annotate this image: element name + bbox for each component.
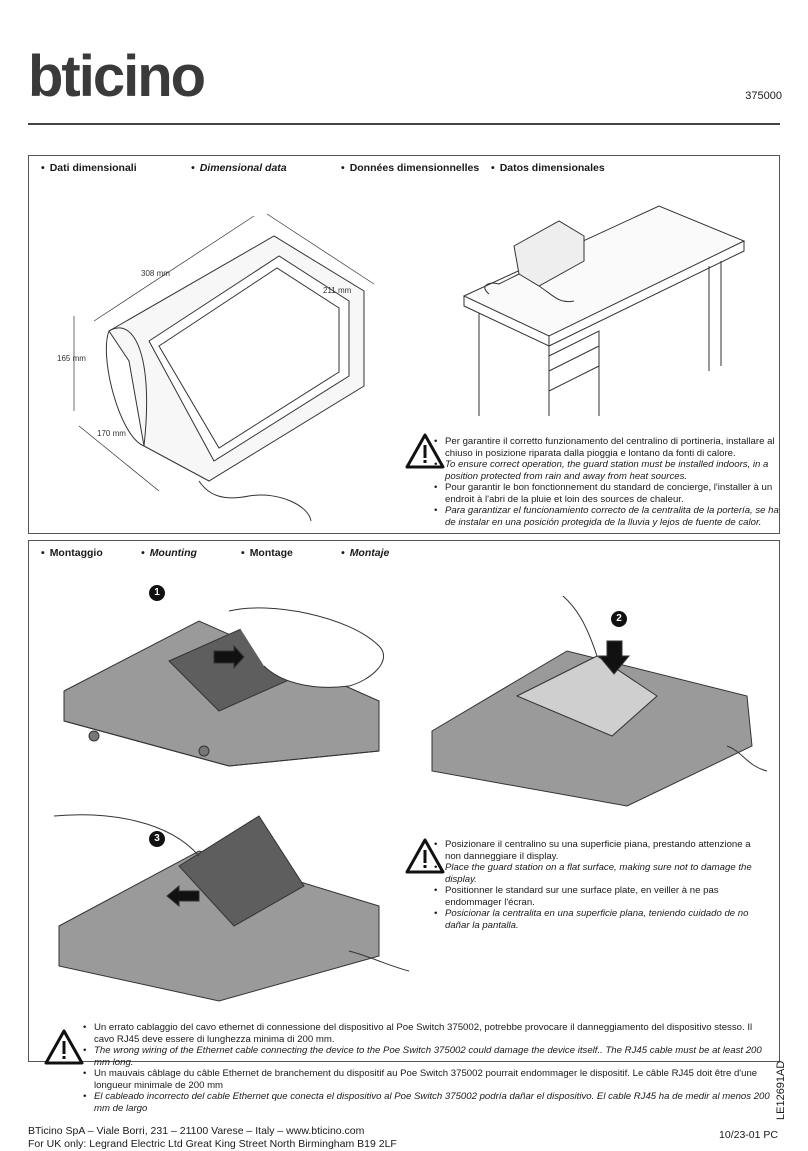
footer-address: BTicino SpA – Viale Borri, 231 – 21100 V…	[28, 1125, 365, 1137]
header-es: Datos dimensionales	[491, 162, 605, 174]
cable-warning-list: Un errato cablaggio del cavo ethernet di…	[83, 1022, 773, 1114]
header-en: Dimensional data	[191, 162, 287, 174]
dim-height: 165 mm	[57, 354, 86, 363]
dimensional-warning-list: Per garantire il corretto funzionamento …	[434, 436, 779, 528]
step-3-badge: 3	[149, 831, 165, 847]
cable-warning-fr: Un mauvais câblage du câble Ethernet de …	[83, 1068, 773, 1091]
step-1-drawing	[63, 607, 385, 767]
dimensional-panel: Dati dimensionali Dimensional data Donné…	[28, 155, 780, 534]
header-fr: Données dimensionnelles	[341, 162, 480, 174]
cable-warning-en: The wrong wiring of the Ethernet cable c…	[83, 1045, 773, 1068]
dim-width: 308 mm	[141, 269, 170, 278]
step-2-badge: 2	[611, 611, 627, 627]
product-code: 375000	[745, 90, 782, 102]
warning-it: Per garantire il corretto funzionamento …	[434, 436, 779, 459]
warning-fr: Positionner le standard sur une surface …	[434, 885, 769, 908]
header-it: Montaggio	[41, 547, 103, 559]
mounting-panel: Montaggio Mounting Montage Montaje 1 2 3	[28, 540, 780, 1114]
warning-it: Posizionare il centralino su una superfi…	[434, 839, 769, 862]
dim-base: 170 mm	[97, 429, 126, 438]
step-3-drawing	[53, 814, 410, 1002]
footer-date: 10/23-01 PC	[719, 1129, 778, 1141]
device-dimension-drawing	[73, 213, 375, 522]
warning-en: To ensure correct operation, the guard s…	[434, 459, 779, 482]
cable-warning-es: El cableado incorrecto del cable Etherne…	[83, 1091, 773, 1114]
warning-es: Posicionar la centralita en una superfic…	[434, 908, 769, 931]
desk-drawing	[462, 205, 746, 416]
footer-uk-address: For UK only: Legrand Electric Ltd Great …	[28, 1138, 397, 1150]
svg-text:bticino: bticino	[28, 52, 205, 102]
warning-en: Place the guard station on a flat surfac…	[434, 862, 769, 885]
document-code: LE12691AD	[775, 1060, 787, 1120]
step-1-badge: 1	[149, 585, 165, 601]
warning-es: Para garantizar el funcionamiento correc…	[434, 505, 779, 528]
header-en: Mounting	[141, 547, 197, 559]
warning-fr: Pour garantir le bon fonctionnement du s…	[434, 482, 779, 505]
mounting-warning-list: Posizionare il centralino su una superfi…	[434, 839, 769, 931]
header-it: Dati dimensionali	[41, 162, 137, 174]
header-es: Montaje	[341, 547, 390, 559]
header-rule	[28, 123, 780, 125]
header-fr: Montage	[241, 547, 293, 559]
step-2-drawing	[431, 596, 768, 807]
cable-warning-it: Un errato cablaggio del cavo ethernet di…	[83, 1022, 773, 1045]
dim-depth: 211 mm	[323, 286, 352, 295]
bticino-logo: bticino	[28, 52, 207, 102]
cable-warning-icon	[44, 1029, 84, 1065]
